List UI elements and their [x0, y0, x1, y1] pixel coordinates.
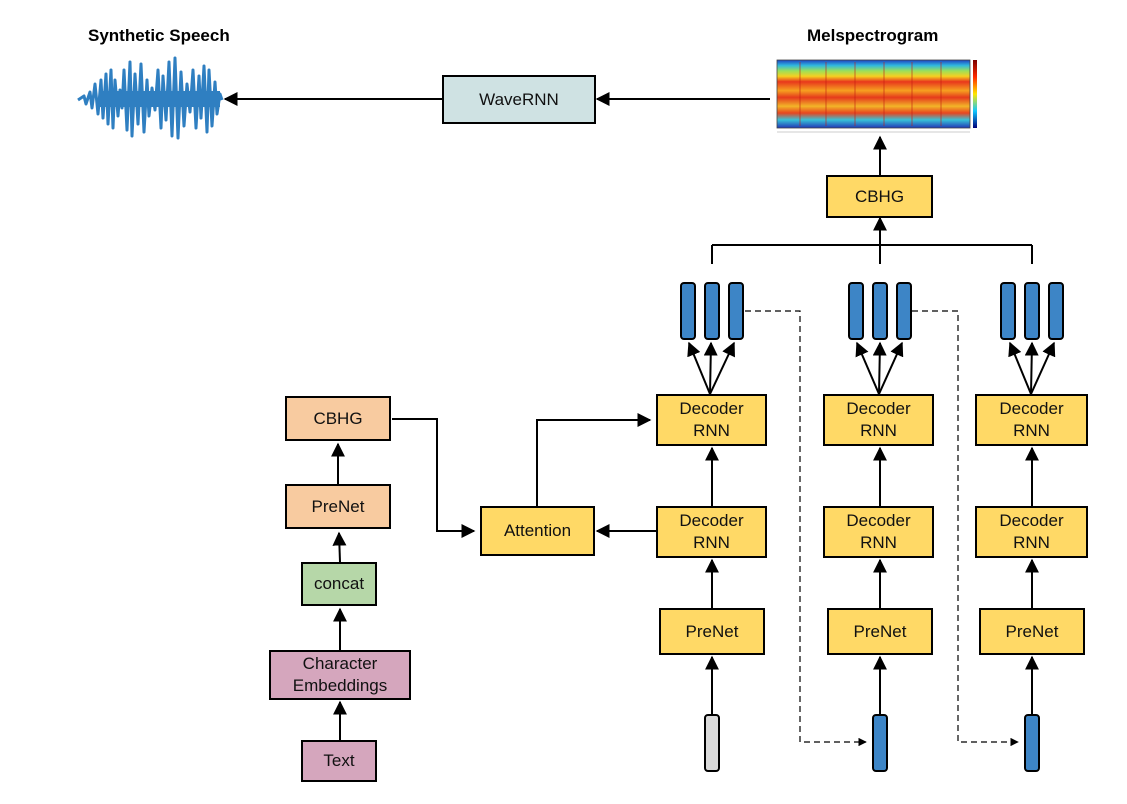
synthetic-speech-heading: Synthetic Speech — [88, 26, 230, 45]
output-frame-vector — [728, 282, 744, 340]
decoder-rnn-2-bottom: Decoder RNN — [823, 506, 934, 558]
output-frame-vector — [872, 282, 888, 340]
melspectrogram-heading: Melspectrogram — [807, 26, 939, 45]
decoder-rnn-2-top: Decoder RNN — [823, 394, 934, 446]
initial-frame-vector — [704, 714, 720, 772]
decoder-rnn-3-bottom: Decoder RNN — [975, 506, 1088, 558]
decoder-rnn-1-bottom: Decoder RNN — [656, 506, 767, 558]
decoder-prenet-3: PreNet — [979, 608, 1085, 655]
decoder-prenet-1: PreNet — [659, 608, 765, 655]
audio-waveform-icon — [77, 56, 224, 140]
postnet-cbhg-block: CBHG — [826, 175, 933, 218]
output-frame-vector — [848, 282, 864, 340]
fed-back-frame-vector — [1024, 714, 1040, 772]
melspectrogram-image — [776, 59, 977, 133]
attention-block: Attention — [480, 506, 595, 556]
output-frame-vector — [1000, 282, 1016, 340]
output-frame-vector — [680, 282, 696, 340]
output-frame-vector — [896, 282, 912, 340]
output-frame-vector — [704, 282, 720, 340]
fed-back-frame-vector — [872, 714, 888, 772]
decoder-rnn-1-top: Decoder RNN — [656, 394, 767, 446]
output-frame-vector — [1024, 282, 1040, 340]
encoder-cbhg-block: CBHG — [285, 396, 391, 441]
text-input-block: Text — [301, 740, 377, 782]
decoder-rnn-3-top: Decoder RNN — [975, 394, 1088, 446]
output-frame-vector — [1048, 282, 1064, 340]
concat-block: concat — [301, 562, 377, 606]
wavernn-block: WaveRNN — [442, 75, 596, 124]
encoder-prenet-block: PreNet — [285, 484, 391, 529]
decoder-prenet-2: PreNet — [827, 608, 933, 655]
character-embeddings-block: Character Embeddings — [269, 650, 411, 700]
